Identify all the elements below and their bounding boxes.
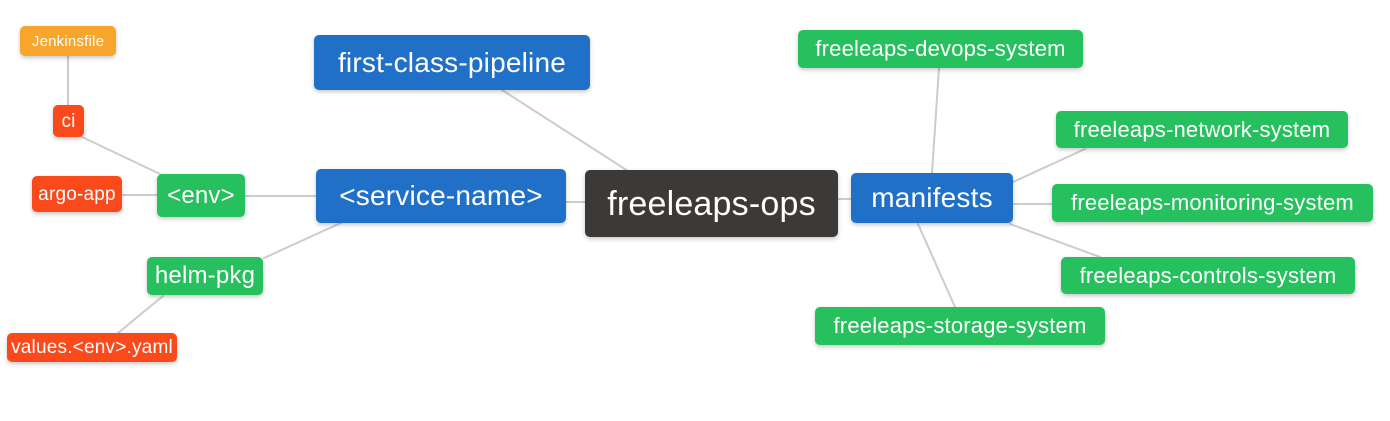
- node-first-class-pipeline: first-class-pipeline: [314, 35, 590, 90]
- node-monitoring-system: freeleaps-monitoring-system: [1052, 184, 1373, 222]
- edge-manifests-network: [1012, 148, 1086, 183]
- node-controls-system: freeleaps-controls-system: [1061, 257, 1355, 294]
- node-freeleaps-ops: freeleaps-ops: [585, 170, 838, 237]
- node-ci: ci: [53, 105, 84, 137]
- node-service-name: <service-name>: [316, 169, 566, 223]
- edge-values-helm-pkg: [117, 295, 164, 334]
- edge-manifests-devops: [931, 67, 940, 174]
- edge-manifests-storage: [917, 223, 956, 308]
- node-storage-system: freeleaps-storage-system: [815, 307, 1105, 345]
- node-jenkinsfile: Jenkinsfile: [20, 26, 116, 56]
- node-network-system: freeleaps-network-system: [1056, 111, 1348, 148]
- edge-ci-env: [79, 135, 161, 175]
- node-helm-pkg: helm-pkg: [147, 257, 263, 295]
- edge-manifests-controls: [1009, 223, 1101, 258]
- node-manifests: manifests: [851, 173, 1013, 223]
- edge-helm-pkg-service-name: [263, 220, 346, 259]
- edge-pipeline-freeleaps-ops: [501, 89, 629, 172]
- node-values-env-yaml: values.<env>.yaml: [7, 333, 177, 362]
- node-devops-system: freeleaps-devops-system: [798, 30, 1083, 68]
- node-env: <env>: [157, 174, 245, 217]
- node-argo-app: argo-app: [32, 176, 122, 212]
